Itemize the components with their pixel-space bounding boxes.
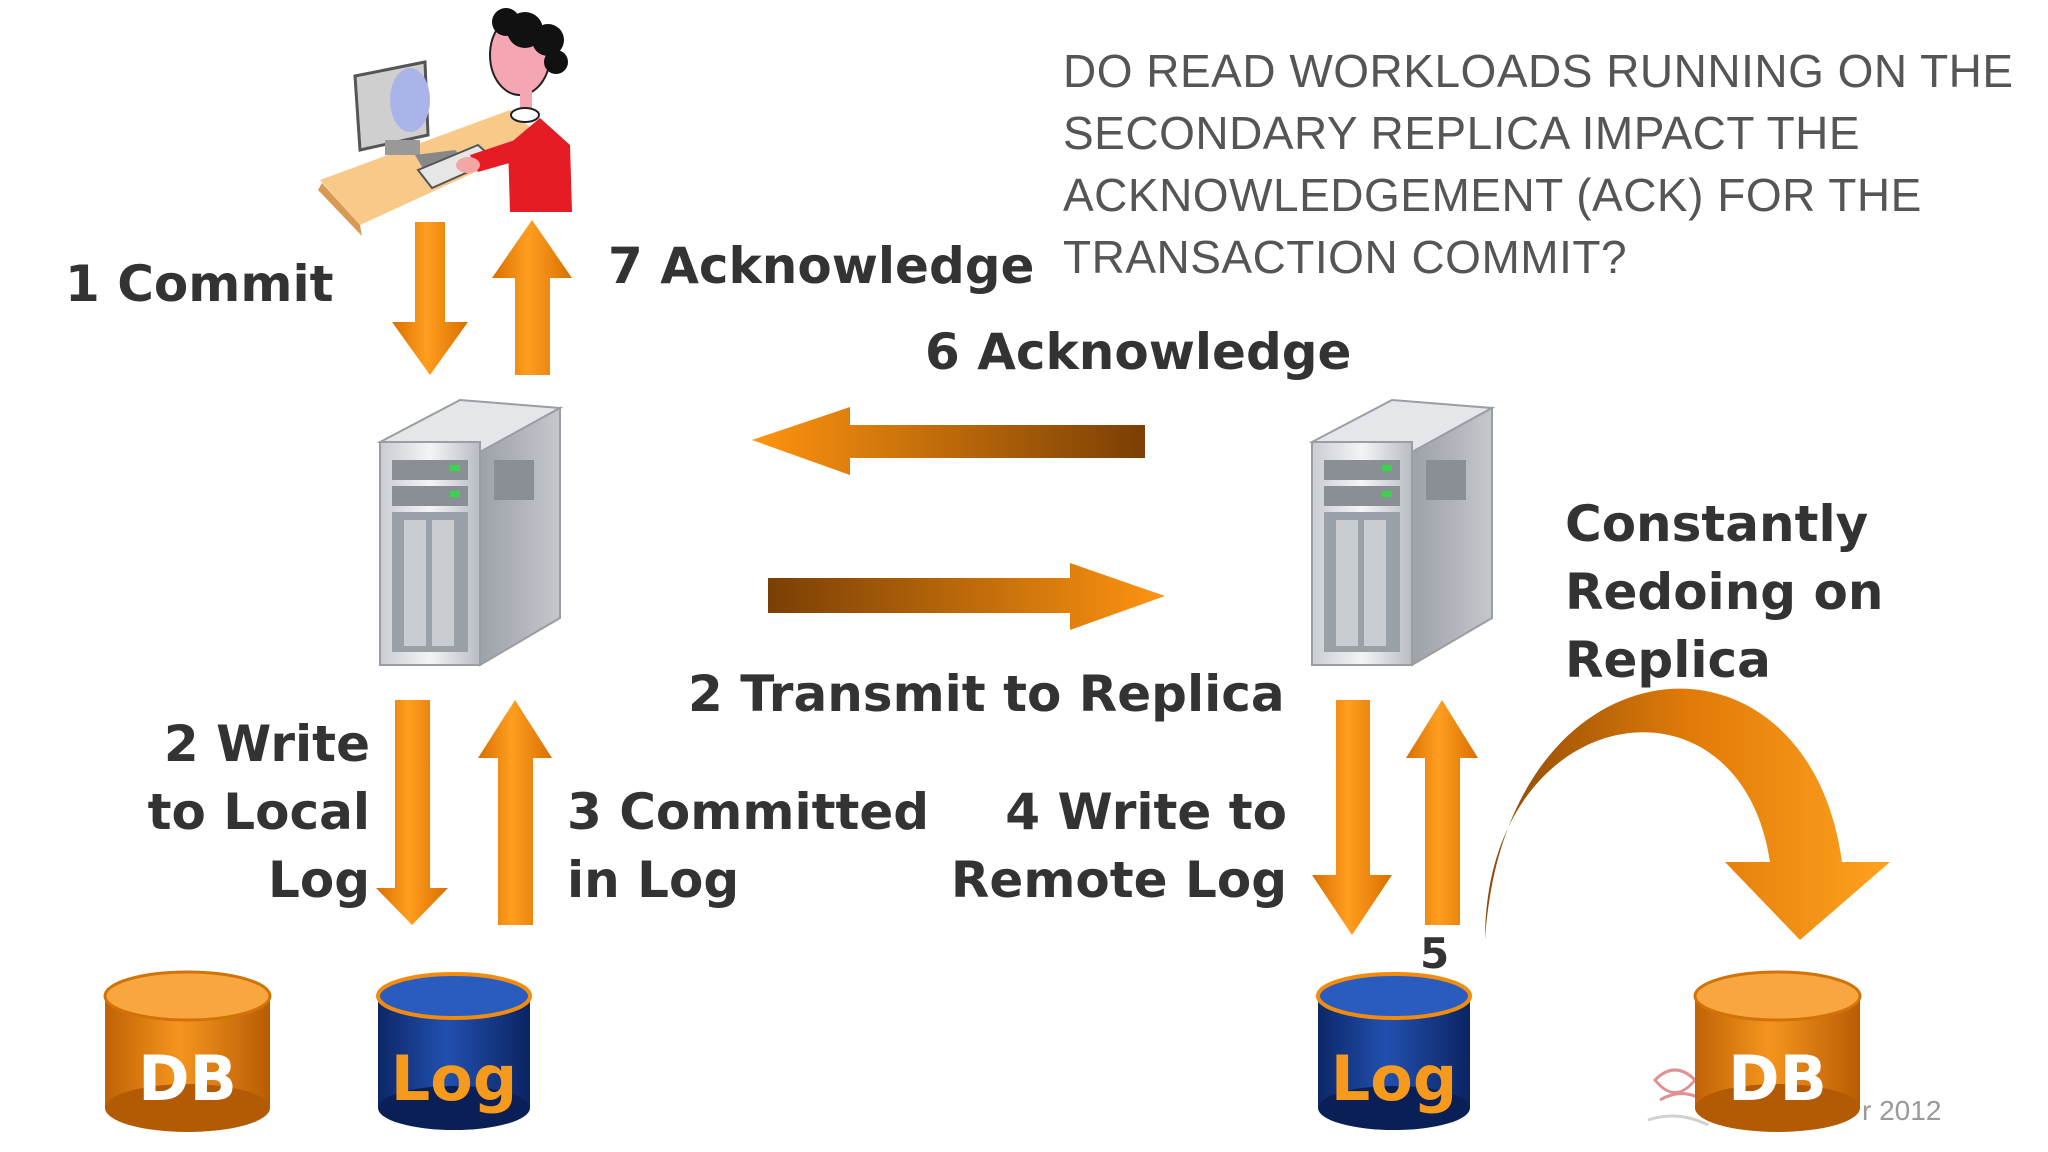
step-3-committed-label: 3 Committed in Log <box>567 783 930 909</box>
step-7-acknowledge-label: 7 Acknowledge <box>608 237 1035 295</box>
acknowledge-up-arrow <box>492 220 572 375</box>
primary-log-cylinder: Log <box>376 972 532 1130</box>
replica-db-cylinder: DB <box>1693 970 1862 1132</box>
acknowledge-left-arrow <box>752 407 1145 475</box>
redo-on-replica-label: Constantly Redoing on Replica <box>1565 495 1884 689</box>
replica-log-cylinder: Log <box>1316 972 1472 1130</box>
primary-db-cylinder: DB <box>103 970 272 1132</box>
step-1-commit-label: 1 Commit <box>65 255 334 313</box>
redo-curved-arrow <box>1485 688 1890 940</box>
step-4-write-remote-log-label: 4 Write to Remote Log <box>950 783 1287 909</box>
write-local-log-down-arrow <box>376 700 448 925</box>
primary-db-label: DB <box>138 1042 237 1115</box>
replica-server-icon <box>1308 398 1496 667</box>
replica-db-label: DB <box>1728 1042 1827 1115</box>
step-2-transmit-label: 2 Transmit to Replica <box>688 665 1285 723</box>
step-5-up-arrow <box>1406 700 1478 925</box>
step-5-label: 5 <box>1420 929 1450 978</box>
primary-log-label: Log <box>391 1042 517 1115</box>
slide-question-title: DO READ WORKLOADS RUNNING ON THE SECONDA… <box>1063 45 2014 283</box>
watermark-text: r 2012 <box>1862 1095 1942 1126</box>
write-remote-log-down-arrow <box>1312 700 1392 935</box>
step-2-write-local-log-label: 2 Write to Local Log <box>147 715 370 909</box>
replica-log-label: Log <box>1331 1042 1457 1115</box>
step-6-acknowledge-label: 6 Acknowledge <box>925 323 1352 381</box>
user-at-computer-icon <box>318 8 572 236</box>
primary-server-icon <box>376 398 564 667</box>
commit-down-arrow <box>392 222 468 375</box>
transmit-right-arrow <box>768 563 1165 630</box>
committed-in-log-up-arrow <box>478 700 552 925</box>
